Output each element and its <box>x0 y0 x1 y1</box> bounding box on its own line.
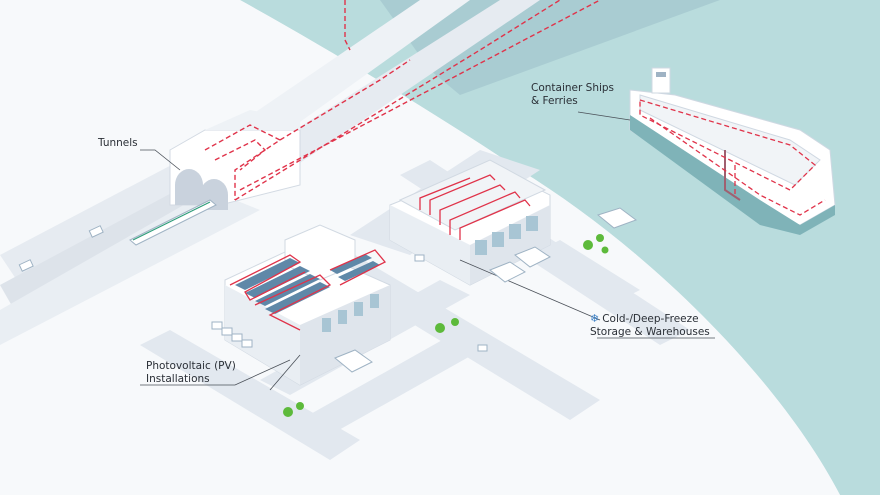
container-ship <box>629 67 836 235</box>
label-pv-line2: Installations <box>146 373 210 385</box>
tunnel-vehicles <box>18 199 217 272</box>
label-pv-installations: Photovoltaic (PV) Installations <box>146 360 236 386</box>
label-cold-storage: ❄Cold-/Deep-Freeze Storage & Warehouses <box>590 312 710 339</box>
pv-parking-cars <box>211 321 373 373</box>
label-tunnels-text: Tunnels <box>98 137 138 149</box>
pv-factory <box>224 224 391 391</box>
warehouse-trucks <box>414 207 638 352</box>
label-ships-line2: & Ferries <box>531 95 578 107</box>
trees <box>283 234 609 417</box>
label-cold-line1: Cold-/Deep-Freeze <box>602 313 699 325</box>
label-tunnels: Tunnels <box>98 137 138 150</box>
cold-storage-warehouse <box>389 159 601 321</box>
leader-lines <box>140 111 715 386</box>
label-container-ships: Container Ships & Ferries <box>531 82 614 108</box>
tunnel-heating-cables <box>204 0 601 201</box>
label-cold-line2: Storage & Warehouses <box>590 326 710 338</box>
snowflake-icon: ❄ <box>590 312 600 325</box>
label-ships-line1: Container Ships <box>531 82 615 94</box>
label-pv-line1: Photovoltaic (PV) <box>146 360 236 372</box>
